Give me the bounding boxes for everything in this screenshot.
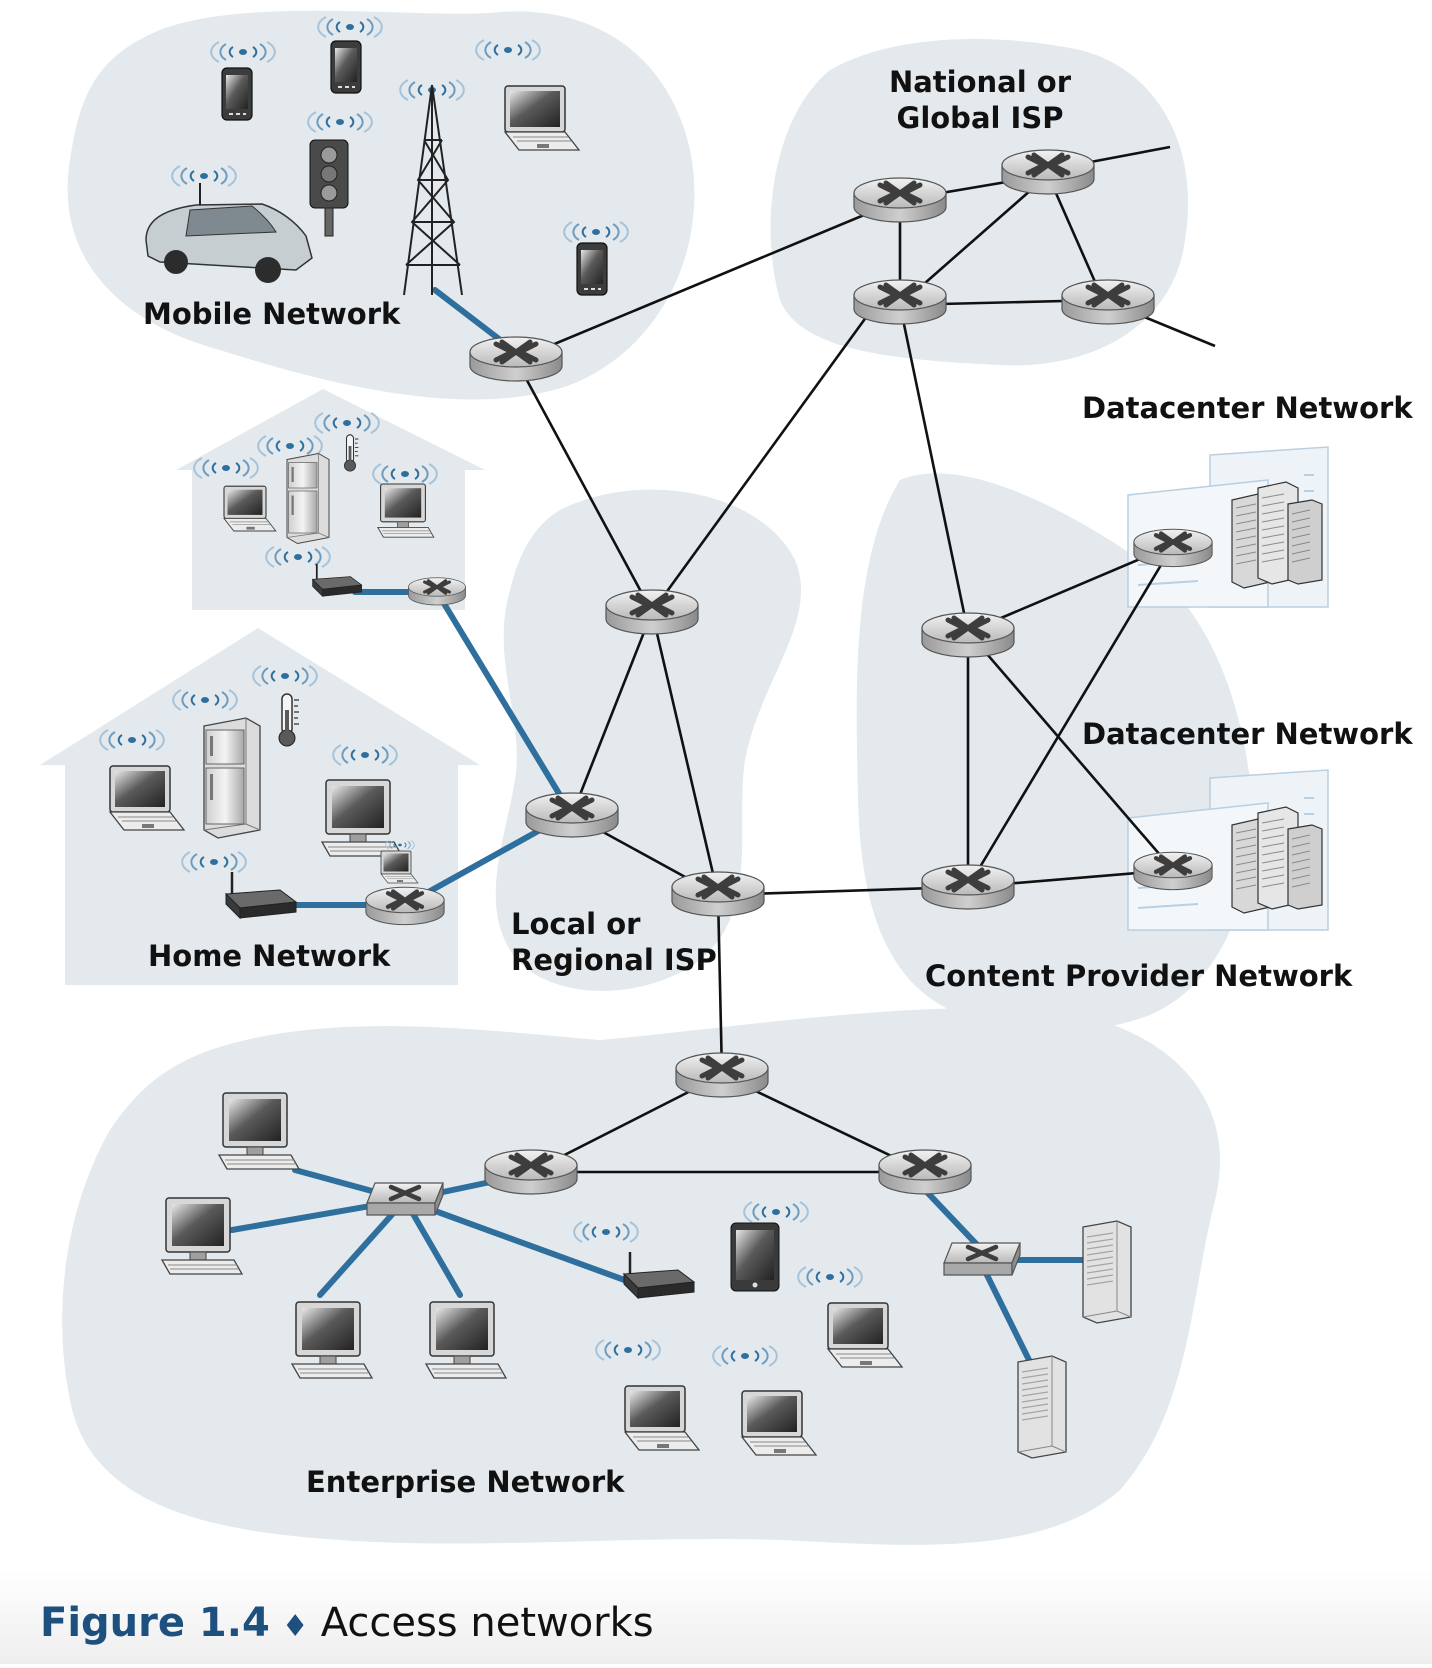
router-home-small	[406, 576, 468, 607]
router-global-isp-a	[854, 178, 946, 222]
label-mobile-network: Mobile Network	[143, 297, 401, 331]
desktop-computer-icon	[377, 483, 435, 538]
router-content-top	[922, 613, 1014, 657]
label-global-isp-line1: National or	[889, 65, 1072, 99]
router-global-isp-b	[1002, 150, 1094, 194]
desktop-computer-icon	[291, 1301, 373, 1379]
router-enterprise-left	[485, 1150, 577, 1194]
label-datacenter-network-bottom: Datacenter Network	[1082, 717, 1413, 751]
mobile-network-cloud	[67, 10, 695, 400]
ethernet-switch-icon	[944, 1243, 1020, 1275]
caption-separator: ♦	[281, 1609, 309, 1644]
router-enterprise-right	[879, 1150, 971, 1194]
router-regional-isp-right	[672, 872, 764, 916]
smartphone-icon	[330, 40, 362, 94]
refrigerator-icon	[203, 717, 261, 839]
server-icon	[1017, 1355, 1067, 1459]
router-global-isp-d	[1062, 280, 1154, 324]
region-labels: Mobile Network National or Global ISP Da…	[143, 65, 1413, 1499]
cell-tower-icon	[403, 84, 463, 296]
label-datacenter-network-top: Datacenter Network	[1082, 391, 1413, 425]
router-regional-isp-top	[606, 590, 698, 634]
router-regional-isp-left	[526, 793, 618, 837]
label-home-network: Home Network	[148, 939, 391, 973]
mobile-devices	[145, 16, 629, 296]
smartphone-icon	[221, 67, 253, 121]
traffic-light-icon	[309, 139, 349, 237]
router-datacenter-top	[1134, 529, 1212, 566]
core-links	[514, 145, 1216, 1174]
tablet-icon	[730, 1222, 780, 1292]
router-datacenter-bottom	[1134, 852, 1212, 889]
caption-band	[0, 1570, 1432, 1664]
car-icon	[145, 183, 313, 283]
router-enterprise-top	[676, 1053, 768, 1097]
refrigerator-icon	[286, 453, 330, 544]
figure-title: Access networks	[320, 1600, 654, 1646]
ethernet-switch-icon	[367, 1183, 443, 1215]
router-home-large	[366, 887, 444, 924]
smartphone-icon	[576, 242, 608, 296]
desktop-computer-icon	[218, 1092, 300, 1170]
home-house-small	[176, 389, 485, 610]
label-regional-isp-line2: Regional ISP	[511, 943, 717, 977]
regional-isp-cloud	[495, 489, 802, 991]
server-icon	[1082, 1220, 1132, 1324]
label-regional-isp-line1: Local or	[511, 907, 641, 941]
label-global-isp-line2: Global ISP	[897, 101, 1064, 135]
router-global-isp-c	[854, 280, 946, 324]
router-content-bottom	[922, 865, 1014, 909]
label-content-provider-network: Content Provider Network	[925, 959, 1353, 993]
desktop-computer-icon	[425, 1301, 507, 1379]
figure-number: Figure 1.4	[40, 1600, 270, 1646]
desktop-computer-icon	[161, 1197, 243, 1275]
label-enterprise-network: Enterprise Network	[306, 1465, 625, 1499]
figure-caption: Figure 1.4 ♦ Access networks	[40, 1600, 654, 1646]
router-mobile-edge	[470, 337, 562, 381]
